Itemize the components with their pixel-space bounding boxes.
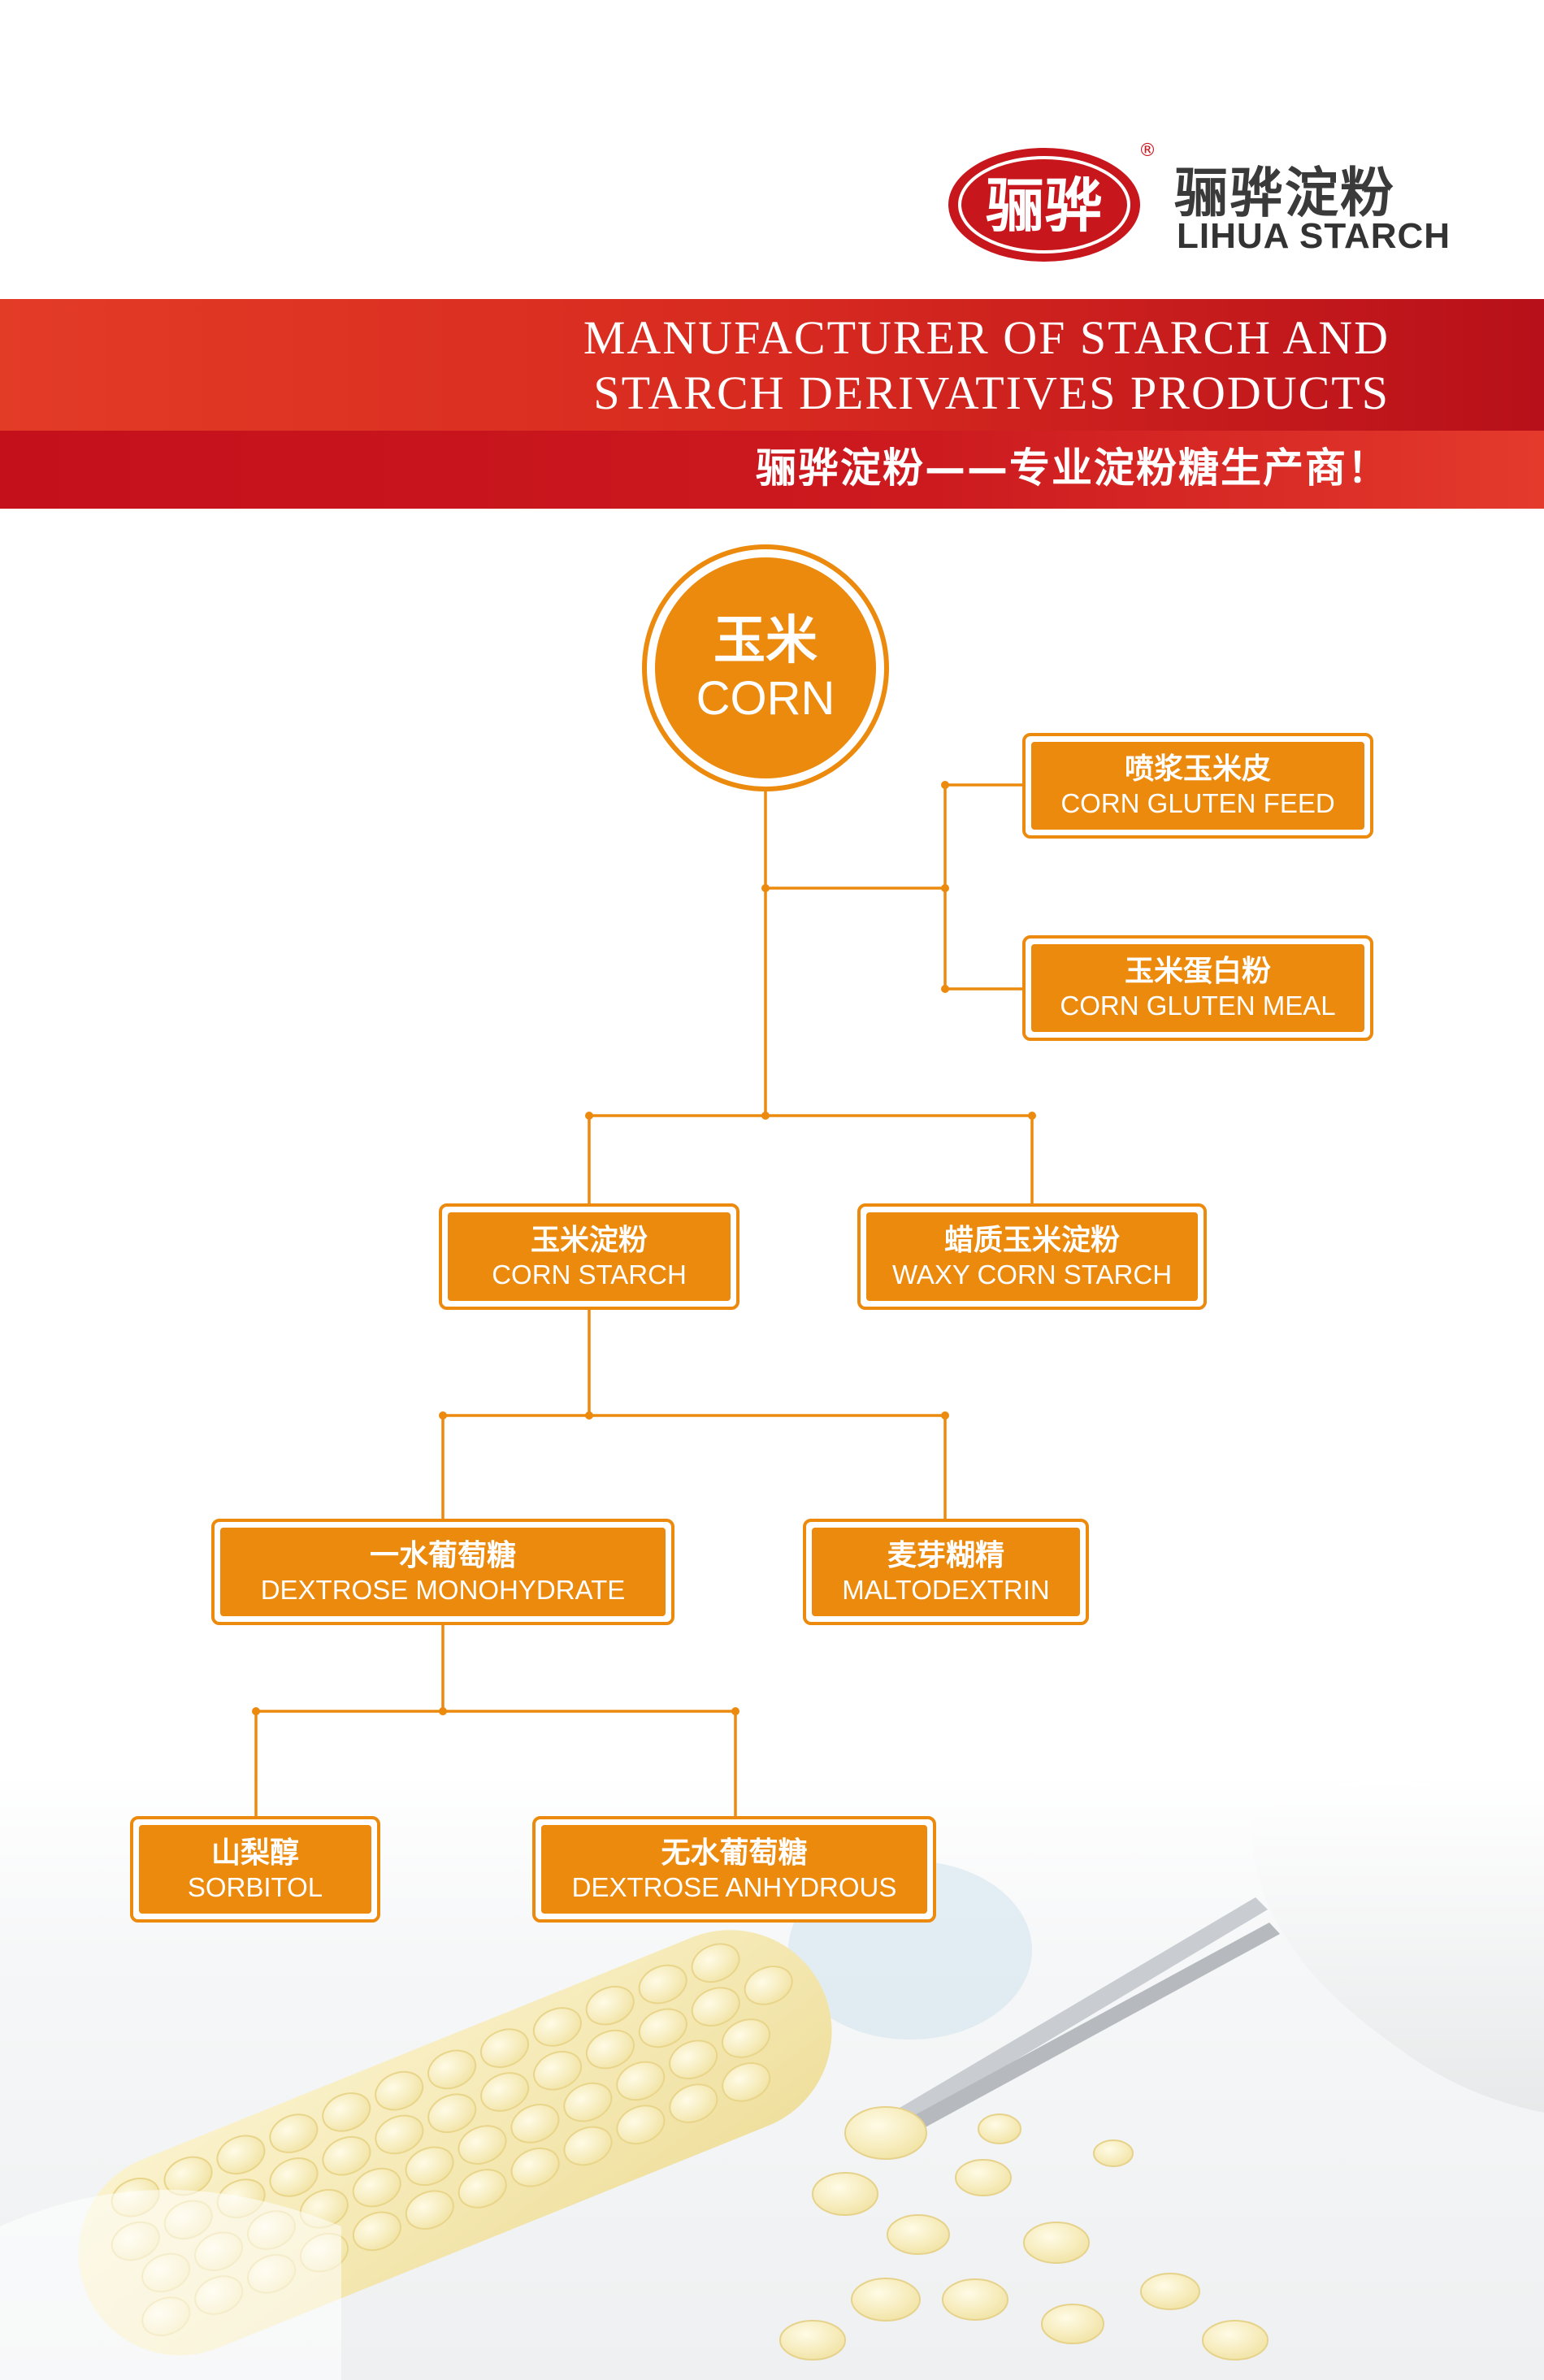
banner-subtitle: 骊骅淀粉——专业淀粉糖生产商！	[756, 444, 1390, 492]
node-label-en: CORN GLUTEN FEED	[1060, 788, 1335, 818]
node-label-zh: 一水葡萄糖	[369, 1538, 516, 1572]
brand-name-zh: 骊骅淀粉	[1174, 162, 1395, 224]
tweezers	[844, 1897, 1280, 2160]
node-corn-gluten-feed: 喷浆玉米皮 CORN GLUTEN FEED	[1022, 733, 1373, 839]
node-label-en: WAXY CORN STARCH	[891, 1259, 1173, 1290]
node-maltodextrin: 麦芽糊精 MALTODEXTRIN	[803, 1519, 1089, 1625]
brand-name-en: LIHUA STARCH	[1177, 216, 1451, 256]
banner-title: MANUFACTURER OF STARCH AND STARCH DERIVA…	[333, 310, 1390, 421]
node-corn-starch: 玉米淀粉 CORN STARCH	[439, 1203, 739, 1310]
banner-top	[0, 299, 1544, 431]
node-label-en: DEXTROSE ANHYDROUS	[571, 1871, 897, 1902]
corn-photo-illustration	[0, 1780, 1544, 2380]
node-label-en: CORN STARCH	[492, 1259, 687, 1290]
node-corn: 玉米 CORN	[642, 544, 889, 791]
brand-logo: 骊骅 ® 骊骅淀粉 LIHUA STARCH	[943, 138, 1450, 268]
node-corn-zh: 玉米	[713, 611, 818, 671]
node-label-en: CORN GLUTEN MEAL	[1060, 991, 1336, 1021]
node-sorbitol: 山梨醇 SORBITOL	[130, 1816, 380, 1923]
banner-title-line1: MANUFACTURER OF STARCH AND	[583, 311, 1390, 364]
node-dextrose-anhydrous: 无水葡萄糖 DEXTROSE ANHYDROUS	[532, 1816, 936, 1923]
node-label-zh: 喷浆玉米皮	[1124, 752, 1271, 786]
node-label-zh: 玉米蛋白粉	[1124, 955, 1271, 988]
diagram-connectors	[252, 781, 1036, 1816]
node-label-en: SORBITOL	[187, 1871, 323, 1902]
loose-kernels	[779, 2113, 1269, 2360]
node-dextrose-monohydrate: 一水葡萄糖 DEXTROSE MONOHYDRATE	[211, 1519, 674, 1625]
node-waxy-corn-starch: 蜡质玉米淀粉 WAXY CORN STARCH	[857, 1203, 1207, 1310]
node-label-zh: 玉米淀粉	[530, 1223, 648, 1257]
banner-bottom	[0, 431, 1544, 509]
banner-title-line2: STARCH DERIVATIVES PRODUCTS	[593, 366, 1390, 419]
node-label-zh: 蜡质玉米淀粉	[943, 1223, 1120, 1257]
seal-text: 骊骅	[986, 171, 1103, 240]
brand-seal-icon: 骊骅 ®	[948, 141, 1154, 262]
registered-mark: ®	[1138, 141, 1154, 161]
node-label-zh: 无水葡萄糖	[661, 1836, 808, 1870]
gloved-hand	[1251, 1780, 1544, 2113]
node-label-zh: 山梨醇	[210, 1836, 299, 1870]
node-corn-gluten-meal: 玉米蛋白粉 CORN GLUTEN MEAL	[1022, 935, 1373, 1041]
node-label-zh: 麦芽糊精	[887, 1538, 1004, 1572]
node-label-en: DEXTROSE MONOHYDRATE	[260, 1574, 626, 1605]
node-label-en: MALTODEXTRIN	[842, 1574, 1050, 1605]
node-corn-en: CORN	[696, 672, 835, 725]
